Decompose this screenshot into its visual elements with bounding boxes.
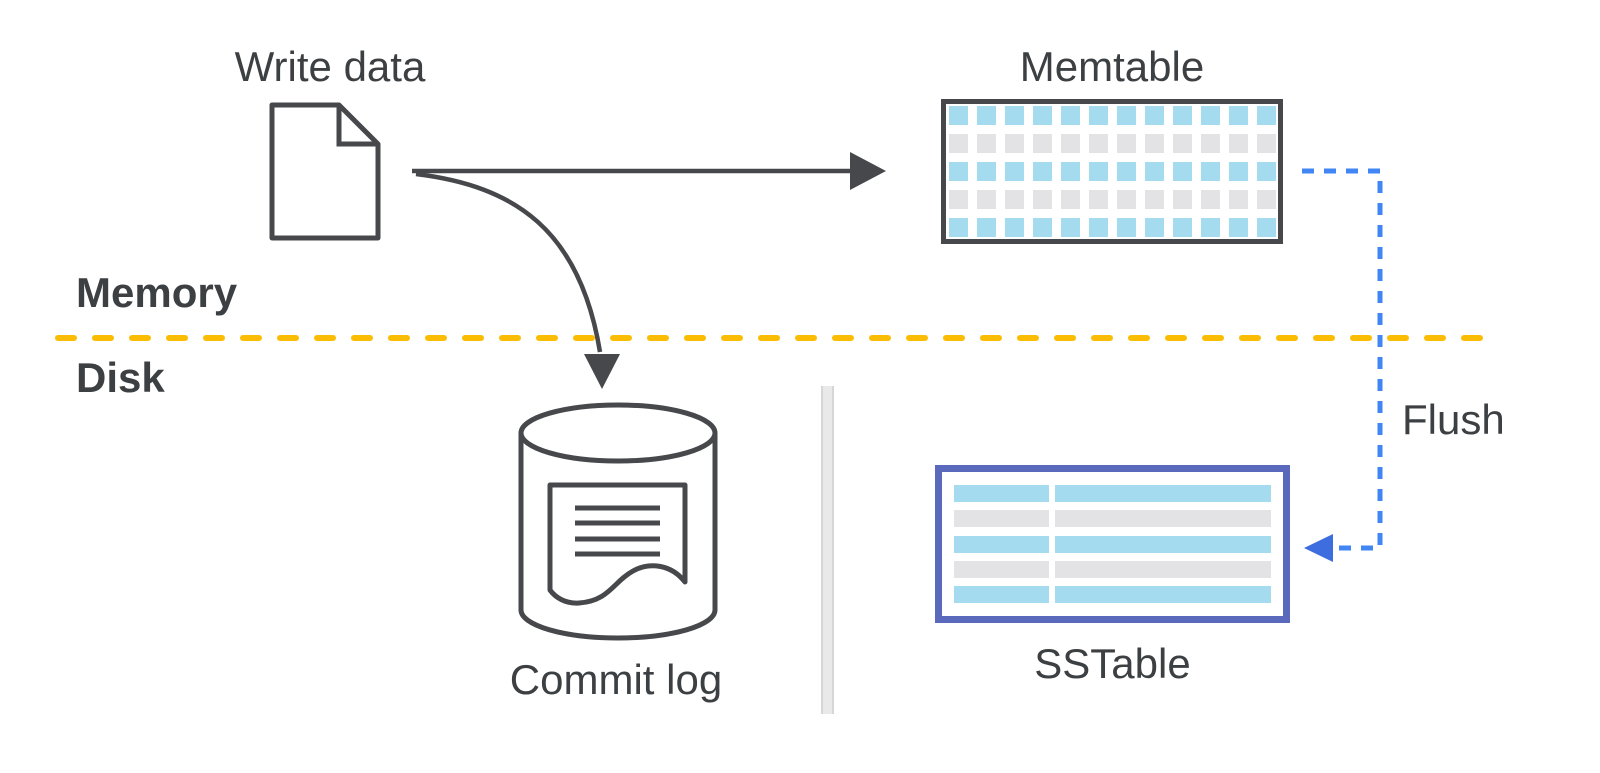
sstable-value-cell xyxy=(1055,535,1271,553)
memtable-cell xyxy=(1116,218,1136,237)
memtable-cell xyxy=(1088,190,1108,209)
memtable-cell xyxy=(1032,190,1052,209)
memtable-cell xyxy=(1172,190,1192,209)
memtable-cell xyxy=(1144,106,1164,125)
memtable-cell xyxy=(976,162,996,181)
memtable-cell xyxy=(1004,162,1024,181)
sstable-key-cell xyxy=(954,586,1049,603)
write-to-commitlog-arrow-line xyxy=(415,171,603,353)
memtable-cell xyxy=(976,106,996,125)
sstable-value-cell xyxy=(1055,485,1271,502)
cylinder-top xyxy=(518,402,718,464)
memtable-cell xyxy=(976,190,996,209)
memtable-cell xyxy=(976,134,996,153)
write-to-commitlog-arrowhead-icon xyxy=(584,354,620,389)
write-data-document-icon xyxy=(269,102,381,241)
memtable-grid xyxy=(941,99,1283,244)
memtable-cell xyxy=(1256,106,1276,125)
memtable-cell xyxy=(1228,162,1248,181)
memtable-cell xyxy=(1200,162,1220,181)
sstable-value-cell xyxy=(1055,560,1271,578)
sstable-key-cell xyxy=(954,560,1049,578)
memtable-cell xyxy=(1060,218,1080,237)
sstable-key-cell xyxy=(954,510,1049,528)
flush-arrowhead-icon xyxy=(1304,534,1333,562)
memtable-cell xyxy=(1088,218,1108,237)
memtable-label: Memtable xyxy=(1019,43,1205,90)
sstable-row xyxy=(954,485,1271,502)
memtable-cell xyxy=(1256,162,1276,181)
memtable-cell xyxy=(1088,162,1108,181)
memtable-cell xyxy=(1004,218,1024,237)
document-outline xyxy=(269,102,381,241)
memtable-cell xyxy=(1032,134,1052,153)
memtable-cell xyxy=(1060,190,1080,209)
memtable-cell xyxy=(948,190,968,209)
disk-region-label: Disk xyxy=(76,354,165,401)
log-paper xyxy=(547,482,688,606)
memtable-cell xyxy=(1256,190,1276,209)
sstable-key-cell xyxy=(954,535,1049,553)
memtable-cell xyxy=(1256,134,1276,153)
sstable-row xyxy=(954,586,1271,603)
commit-log-database-icon xyxy=(518,402,718,641)
flush-label: Flush xyxy=(1402,396,1505,443)
memtable-cell xyxy=(1032,162,1052,181)
sstable-row xyxy=(954,535,1271,553)
memtable-cell xyxy=(1228,106,1248,125)
memtable-cell xyxy=(1032,218,1052,237)
memtable-cell xyxy=(1172,106,1192,125)
memtable-cell xyxy=(948,106,968,125)
memtable-cell xyxy=(1228,134,1248,153)
memory-region-label: Memory xyxy=(76,269,238,316)
memtable-cell xyxy=(1116,162,1136,181)
memtable-cell xyxy=(1256,218,1276,237)
memtable-cell xyxy=(1228,190,1248,209)
memtable-cell xyxy=(1144,162,1164,181)
memtable-cell xyxy=(1200,190,1220,209)
memtable-cell xyxy=(948,218,968,237)
memtable-cell xyxy=(1088,106,1108,125)
memtable-cell xyxy=(1144,134,1164,153)
write-data-label: Write data xyxy=(234,43,426,90)
sstable-row xyxy=(954,510,1271,528)
sstable-label: SSTable xyxy=(1034,640,1191,687)
memtable-cell xyxy=(1172,162,1192,181)
memtable-cell xyxy=(1144,190,1164,209)
memtable-cell xyxy=(1200,218,1220,237)
memtable-cell xyxy=(1004,134,1024,153)
memtable-cell xyxy=(1004,106,1024,125)
memtable-cell xyxy=(1200,134,1220,153)
memtable-cell xyxy=(1172,218,1192,237)
sstable-row xyxy=(954,560,1271,578)
memtable-cell xyxy=(1116,190,1136,209)
memtable-cell xyxy=(1060,162,1080,181)
memtable-cell xyxy=(1088,134,1108,153)
commit-log-label: Commit log xyxy=(509,656,723,703)
write-to-memtable-arrowhead-icon xyxy=(850,152,886,190)
document-fold xyxy=(336,105,378,147)
memtable-cell xyxy=(1116,134,1136,153)
flush-path-line xyxy=(1302,168,1383,551)
memtable-cell xyxy=(1144,218,1164,237)
memtable-cell xyxy=(1060,106,1080,125)
memtable-cell xyxy=(1004,190,1024,209)
sstable-value-cell xyxy=(1055,586,1271,603)
memtable-cell xyxy=(948,134,968,153)
sstable-key-cell xyxy=(954,485,1049,502)
memtable-cell xyxy=(1032,106,1052,125)
memtable-cell xyxy=(1060,134,1080,153)
memtable-cell xyxy=(948,162,968,181)
memtable-cell xyxy=(1228,218,1248,237)
disk-section-divider xyxy=(821,386,834,714)
sstable-value-cell xyxy=(1055,510,1271,528)
memtable-cell xyxy=(1116,106,1136,125)
memtable-cell xyxy=(1200,106,1220,125)
log-paper-text-lines xyxy=(575,505,660,557)
sstable-grid xyxy=(935,465,1290,623)
memtable-cell xyxy=(976,218,996,237)
memtable-cell xyxy=(1172,134,1192,153)
